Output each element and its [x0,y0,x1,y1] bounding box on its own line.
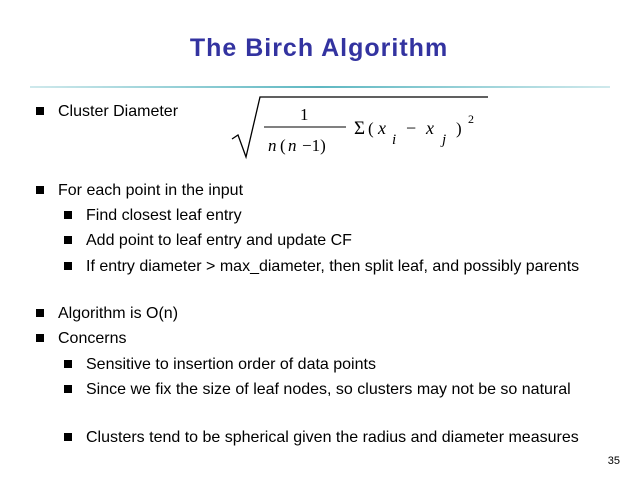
square-bullet-icon [64,433,72,441]
cluster-diameter-formula: 1 n ( n −1) Σ ( x i − x j ) 2 [230,93,500,163]
square-bullet-icon [36,186,44,194]
formula-close-paren: ) [456,119,462,138]
formula-denominator-n2: n [288,136,297,155]
bullet-text: Clusters tend to be spherical given the … [86,429,579,446]
formula-denominator-n: n [268,136,277,155]
square-bullet-icon [64,385,72,393]
formula-x-i: x [377,118,386,138]
formula-subscript-j: j [440,132,446,148]
square-bullet-icon [64,211,72,219]
square-bullet-icon [36,107,44,115]
bullet-concerns: Concerns [36,328,596,349]
bullet-spherical: Clusters tend to be spherical given the … [64,427,584,448]
bullet-leaf-size: Since we fix the size of leaf nodes, so … [64,379,584,400]
formula-denominator-open: ( [280,136,286,155]
square-bullet-icon [36,309,44,317]
square-bullet-icon [64,360,72,368]
bullet-text: Add point to leaf entry and update CF [86,232,352,249]
formula-minus: − [406,118,416,138]
bullet-text: For each point in the input [58,182,244,199]
bullet-add-point: Add point to leaf entry and update CF [64,230,604,251]
square-bullet-icon [64,236,72,244]
bullet-text: Concerns [58,330,127,347]
bullet-split-leaf: If entry diameter > max_diameter, then s… [64,256,584,277]
square-root-icon [231,96,488,160]
bullet-complexity: Algorithm is O(n) [36,303,596,324]
page-number: 35 [607,455,620,467]
formula-denominator-minus-one: −1) [302,136,326,155]
formula-sigma: Σ [354,118,365,139]
bullet-cluster-diameter: Cluster Diameter [36,101,236,122]
bullet-for-each-point: For each point in the input [36,180,596,201]
bullet-text: Sensitive to insertion order of data poi… [86,356,376,373]
bullet-insertion-order: Sensitive to insertion order of data poi… [64,354,604,375]
bullet-text: If entry diameter > max_diameter, then s… [86,258,580,275]
slide-title: The Birch Algorithm [189,34,449,62]
formula-open-paren: ( [368,119,374,138]
bullet-text: Algorithm is O(n) [58,305,179,322]
square-bullet-icon [36,334,44,342]
formula-numerator: 1 [300,105,309,124]
square-bullet-icon [64,262,72,270]
bullet-text: Find closest leaf entry [86,207,242,224]
bullet-find-leaf: Find closest leaf entry [64,205,604,226]
title-divider [30,86,610,88]
formula-exponent: 2 [468,112,474,126]
formula-x-j: x [425,118,434,138]
formula-graphic: 1 n ( n −1) Σ ( x i − x j ) 2 [231,96,488,160]
bullet-text: Since we fix the size of leaf nodes, so … [86,381,571,398]
bullet-text: Cluster Diameter [58,103,179,120]
formula-subscript-i: i [392,132,396,148]
